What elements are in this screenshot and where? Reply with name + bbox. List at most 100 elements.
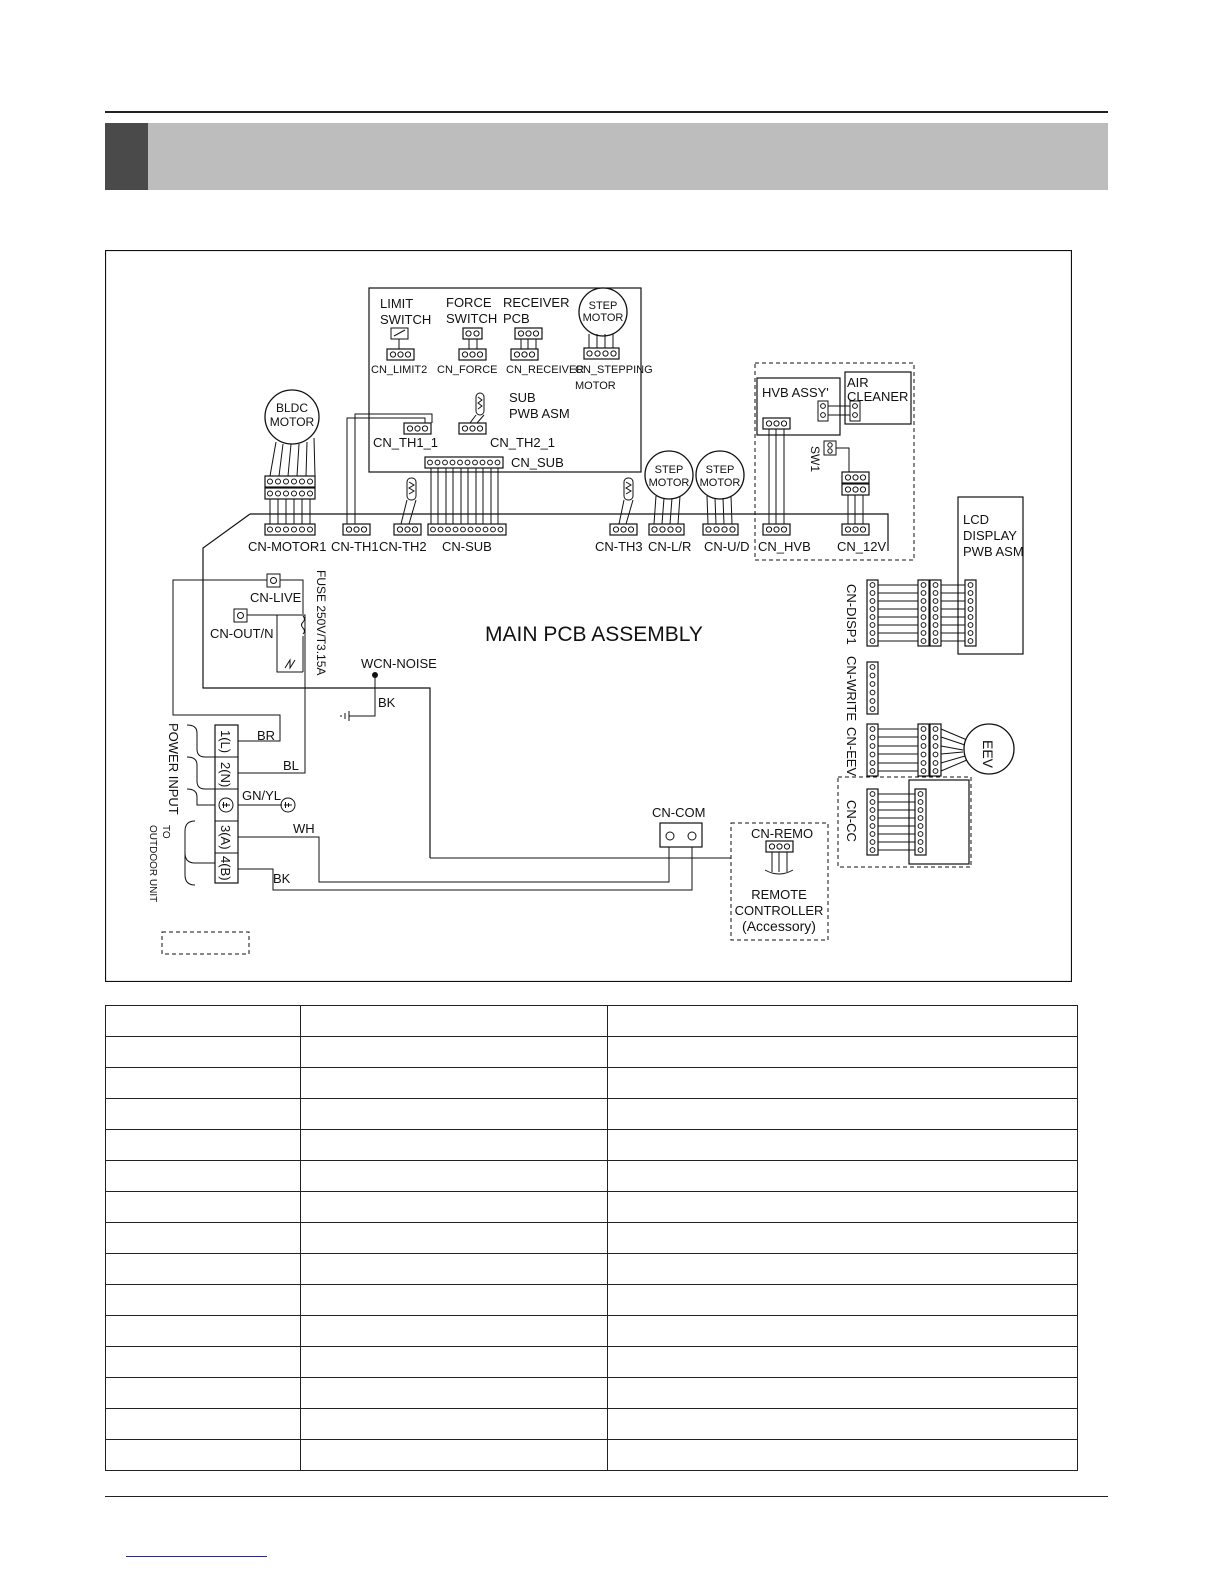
svg-text:3(A): 3(A) (218, 825, 233, 850)
svg-text:STEP: STEP (655, 464, 684, 476)
svg-text:BR: BR (257, 728, 275, 743)
section-banner-tab (105, 123, 148, 190)
table-row (105, 1222, 1078, 1254)
svg-text:EEV: EEV (980, 740, 996, 769)
remote-controller-region (730, 822, 829, 941)
svg-text:CN-COM: CN-COM (652, 805, 705, 820)
table-cell (607, 1284, 1078, 1316)
table-cell (105, 1129, 301, 1161)
table-cell (607, 1377, 1078, 1409)
cn-com-connector (659, 822, 703, 848)
svg-text:CN_TH1_1: CN_TH1_1 (373, 435, 438, 450)
table-cell (105, 1253, 301, 1285)
svg-text:CN_FORCE: CN_FORCE (437, 364, 498, 376)
main-pcb-title: MAIN PCB ASSEMBLY (485, 623, 703, 646)
svg-text:CN-DISP1: CN-DISP1 (844, 584, 859, 645)
table-cell (607, 1408, 1078, 1440)
svg-text:MOTOR: MOTOR (583, 312, 624, 324)
table-cell (300, 1191, 608, 1223)
svg-text:REMOTE: REMOTE (751, 887, 807, 902)
table-cell (105, 1191, 301, 1223)
svg-text:STEP: STEP (706, 464, 735, 476)
main-pcb-outline (250, 513, 889, 551)
table-cell (105, 1284, 301, 1316)
footer-rule (105, 1496, 1108, 1497)
table-cell (300, 1067, 608, 1099)
svg-text:GN/YL: GN/YL (242, 788, 281, 803)
table-cell (300, 1160, 608, 1192)
sub-step-motor (578, 287, 628, 337)
svg-text:CN-L/R: CN-L/R (648, 539, 691, 554)
table-cell (607, 1253, 1078, 1285)
table-cell (607, 1315, 1078, 1347)
svg-text:4(B): 4(B) (218, 856, 233, 881)
svg-text:WCN-NOISE: WCN-NOISE (361, 656, 437, 671)
svg-text:CN-TH2: CN-TH2 (379, 539, 427, 554)
svg-text:LCD: LCD (963, 512, 989, 527)
table-cell (607, 1005, 1078, 1037)
table-cell (300, 1222, 608, 1254)
svg-text:PCB: PCB (503, 311, 530, 326)
svg-text:PWB ASM: PWB ASM (963, 544, 1024, 559)
svg-text:2(N): 2(N) (218, 762, 233, 787)
svg-text:CN-SUB: CN-SUB (442, 539, 492, 554)
table-cell (607, 1222, 1078, 1254)
svg-text:POWER INPUT: POWER INPUT (166, 723, 181, 815)
svg-text:LIMIT: LIMIT (380, 296, 413, 311)
svg-text:CN-TH1: CN-TH1 (331, 539, 379, 554)
svg-text:BLDC: BLDC (276, 401, 308, 415)
section-banner (105, 123, 1108, 190)
svg-text:HVB ASSY': HVB ASSY' (762, 385, 829, 400)
svg-text:CN_SUB: CN_SUB (511, 455, 564, 470)
cn-sub-connector (427, 523, 507, 536)
table-row (105, 1036, 1078, 1068)
table-cell (105, 1346, 301, 1378)
svg-text:MOTOR: MOTOR (270, 415, 315, 429)
svg-text:CN-WRITE: CN-WRITE (844, 656, 859, 721)
table-row (105, 1284, 1078, 1316)
table-cell (105, 1036, 301, 1068)
svg-text:CN-LIVE: CN-LIVE (250, 590, 302, 605)
table-row (105, 1005, 1078, 1037)
table-cell (607, 1160, 1078, 1192)
table-cell (607, 1129, 1078, 1161)
svg-text:(Accessory): (Accessory) (742, 918, 816, 934)
svg-text:CN-TH3: CN-TH3 (595, 539, 643, 554)
table-row (105, 1067, 1078, 1099)
lcd-display-pwb (957, 496, 1024, 655)
footer-link-underline[interactable] (126, 1556, 267, 1557)
svg-text:CN_12V: CN_12V (837, 539, 886, 554)
table-row (105, 1098, 1078, 1130)
svg-text:TO: TO (160, 825, 171, 839)
svg-text:MOTOR: MOTOR (649, 477, 690, 489)
table-row (105, 1346, 1078, 1378)
table-cell (105, 1315, 301, 1347)
diagram-frame (105, 250, 1072, 982)
table-cell (105, 1005, 301, 1037)
svg-text:CN-CC: CN-CC (844, 800, 859, 842)
step-motor-lr: STEP MOTOR (644, 450, 694, 536)
svg-text:1(L): 1(L) (218, 730, 233, 753)
svg-text:MOTOR: MOTOR (575, 380, 616, 392)
svg-text:CN-U/D: CN-U/D (704, 539, 750, 554)
table-cell (607, 1439, 1078, 1471)
table-row (105, 1253, 1078, 1285)
table-row (105, 1129, 1078, 1161)
svg-text:CN-EEV: CN-EEV (844, 727, 859, 776)
table-cell (607, 1191, 1078, 1223)
svg-text:BK: BK (273, 871, 291, 886)
air-cleaner (844, 371, 912, 425)
table-cell (300, 1284, 608, 1316)
table-cell (105, 1067, 301, 1099)
table-cell (300, 1346, 608, 1378)
bldc-motor: BLDC MOTOR (264, 389, 320, 536)
svg-text:CONTROLLER: CONTROLLER (735, 903, 824, 918)
svg-text:BK: BK (378, 695, 396, 710)
table-cell (105, 1160, 301, 1192)
svg-text:CN-OUT/N: CN-OUT/N (210, 626, 274, 641)
table-row (105, 1160, 1078, 1192)
terminal-block: 1(L) 2(N) 3(A) 4(B) (214, 724, 239, 884)
svg-text:RECEIVER: RECEIVER (503, 295, 569, 310)
svg-text:CN_LIMIT2: CN_LIMIT2 (371, 364, 427, 376)
svg-text:WH: WH (293, 821, 315, 836)
